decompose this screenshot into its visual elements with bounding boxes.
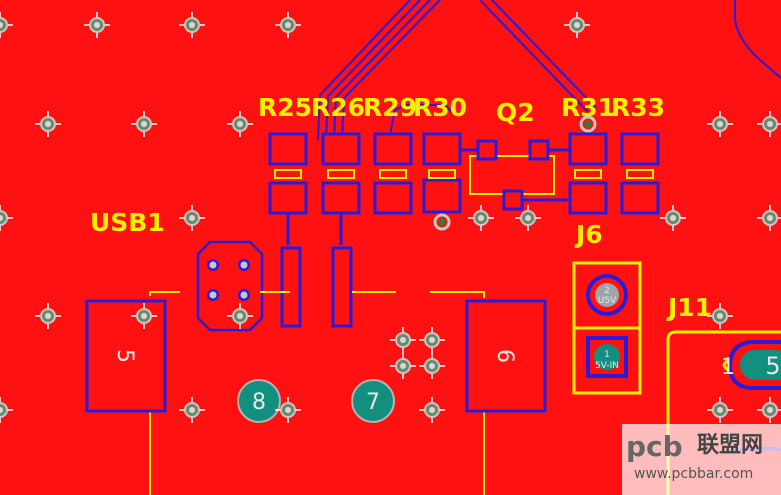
via bbox=[84, 12, 110, 38]
via bbox=[564, 12, 590, 38]
label-r33: R33 bbox=[611, 93, 665, 122]
via bbox=[515, 205, 541, 231]
svg-text:5: 5 bbox=[765, 352, 780, 380]
svg-text:5V-IN: 5V-IN bbox=[595, 361, 619, 371]
via bbox=[419, 327, 445, 353]
via bbox=[131, 303, 157, 329]
j11-silk-outline bbox=[666, 330, 781, 495]
r29-pad-bottom bbox=[373, 181, 413, 215]
label-r26: R26 bbox=[311, 93, 365, 122]
r29-pad-top bbox=[373, 132, 413, 166]
usb-pad-5-label: 5 bbox=[112, 349, 137, 363]
via bbox=[35, 303, 61, 329]
usb-data-traces bbox=[280, 213, 353, 328]
q2-pad-3 bbox=[502, 189, 524, 211]
pad-8: 8 bbox=[237, 379, 281, 423]
via bbox=[390, 327, 416, 353]
via-grid bbox=[0, 12, 781, 423]
r30-pad-top bbox=[422, 132, 462, 166]
r30-pad-bottom bbox=[422, 178, 462, 214]
usb1-shell-outline bbox=[196, 240, 264, 332]
via bbox=[227, 111, 253, 137]
label-j6: J6 bbox=[574, 220, 603, 249]
diagonal-traces-right bbox=[479, 0, 597, 113]
usb-pad-dminus bbox=[331, 246, 353, 328]
designators: R25 R26 R29 R30 Q2 R31 R33 USB1 J6 J11 bbox=[90, 93, 712, 322]
vias-green bbox=[433, 115, 597, 231]
usb-pad-6-label: 6 bbox=[492, 349, 517, 363]
via bbox=[275, 397, 301, 423]
via bbox=[707, 111, 733, 137]
via bbox=[757, 111, 781, 137]
label-r29: R29 bbox=[363, 93, 417, 122]
via bbox=[0, 205, 13, 231]
diagonal-traces-left bbox=[317, 0, 441, 141]
label-j11: J11 bbox=[666, 293, 712, 322]
j6-pin2-drill bbox=[595, 283, 619, 307]
via bbox=[707, 303, 733, 329]
label-r30: R30 bbox=[413, 93, 467, 122]
usb-silk bbox=[149, 291, 485, 495]
via bbox=[179, 397, 205, 423]
via bbox=[275, 12, 301, 38]
svg-text:8: 8 bbox=[252, 390, 266, 415]
via bbox=[131, 111, 157, 137]
via bbox=[179, 12, 205, 38]
r33-pad-top bbox=[620, 132, 660, 166]
svg-text:1: 1 bbox=[604, 350, 610, 360]
r33-pad-bottom bbox=[620, 181, 660, 215]
via bbox=[390, 353, 416, 379]
q2-pad-1 bbox=[476, 139, 498, 161]
q2-pad-2 bbox=[528, 139, 550, 161]
board-edge-trace bbox=[734, 0, 781, 79]
watermark-url: www.pcbbar.com bbox=[634, 466, 753, 482]
via bbox=[0, 12, 13, 38]
r31-pad-bottom bbox=[568, 181, 608, 215]
usb-pad-dplus bbox=[280, 246, 302, 328]
j6-pin1-drill bbox=[594, 344, 620, 370]
usb-shield-pad-6 bbox=[465, 299, 547, 413]
via bbox=[419, 353, 445, 379]
usb-shield-pad-5 bbox=[85, 299, 167, 413]
trace-r29-r30 bbox=[389, 104, 456, 136]
watermark: pcb 联盟网 www.pcbbar.com bbox=[622, 424, 781, 495]
via bbox=[468, 205, 494, 231]
via bbox=[757, 205, 781, 231]
svg-text:2: 2 bbox=[604, 286, 610, 296]
r26-pad-bottom bbox=[321, 181, 361, 215]
via bbox=[179, 205, 205, 231]
q2-traces bbox=[460, 148, 570, 202]
resistor-silk bbox=[274, 169, 654, 179]
label-r31: R31 bbox=[561, 93, 615, 122]
via bbox=[419, 397, 445, 423]
pad-7: 7 bbox=[351, 379, 395, 423]
r25-pad-top bbox=[268, 132, 308, 166]
label-q2: Q2 bbox=[496, 98, 535, 127]
r26-pad-top bbox=[321, 132, 361, 166]
label-r25: R25 bbox=[258, 93, 312, 122]
label-usb1: USB1 bbox=[90, 208, 165, 237]
r25-pad-bottom bbox=[268, 181, 308, 215]
r31-pad-top bbox=[568, 132, 608, 166]
via bbox=[0, 397, 13, 423]
via bbox=[35, 111, 61, 137]
via bbox=[757, 397, 781, 423]
svg-text:7: 7 bbox=[366, 390, 380, 415]
via bbox=[660, 205, 686, 231]
j6-header: 2 U5V 1 5V-IN bbox=[572, 261, 642, 395]
resistor-pads bbox=[268, 132, 660, 215]
watermark-pcb: pcb bbox=[626, 430, 683, 463]
svg-text:U5V: U5V bbox=[598, 296, 617, 306]
via bbox=[227, 303, 253, 329]
watermark-cn: 联盟网 bbox=[697, 433, 763, 458]
via bbox=[707, 397, 733, 423]
svg-text:1: 1 bbox=[721, 355, 735, 380]
